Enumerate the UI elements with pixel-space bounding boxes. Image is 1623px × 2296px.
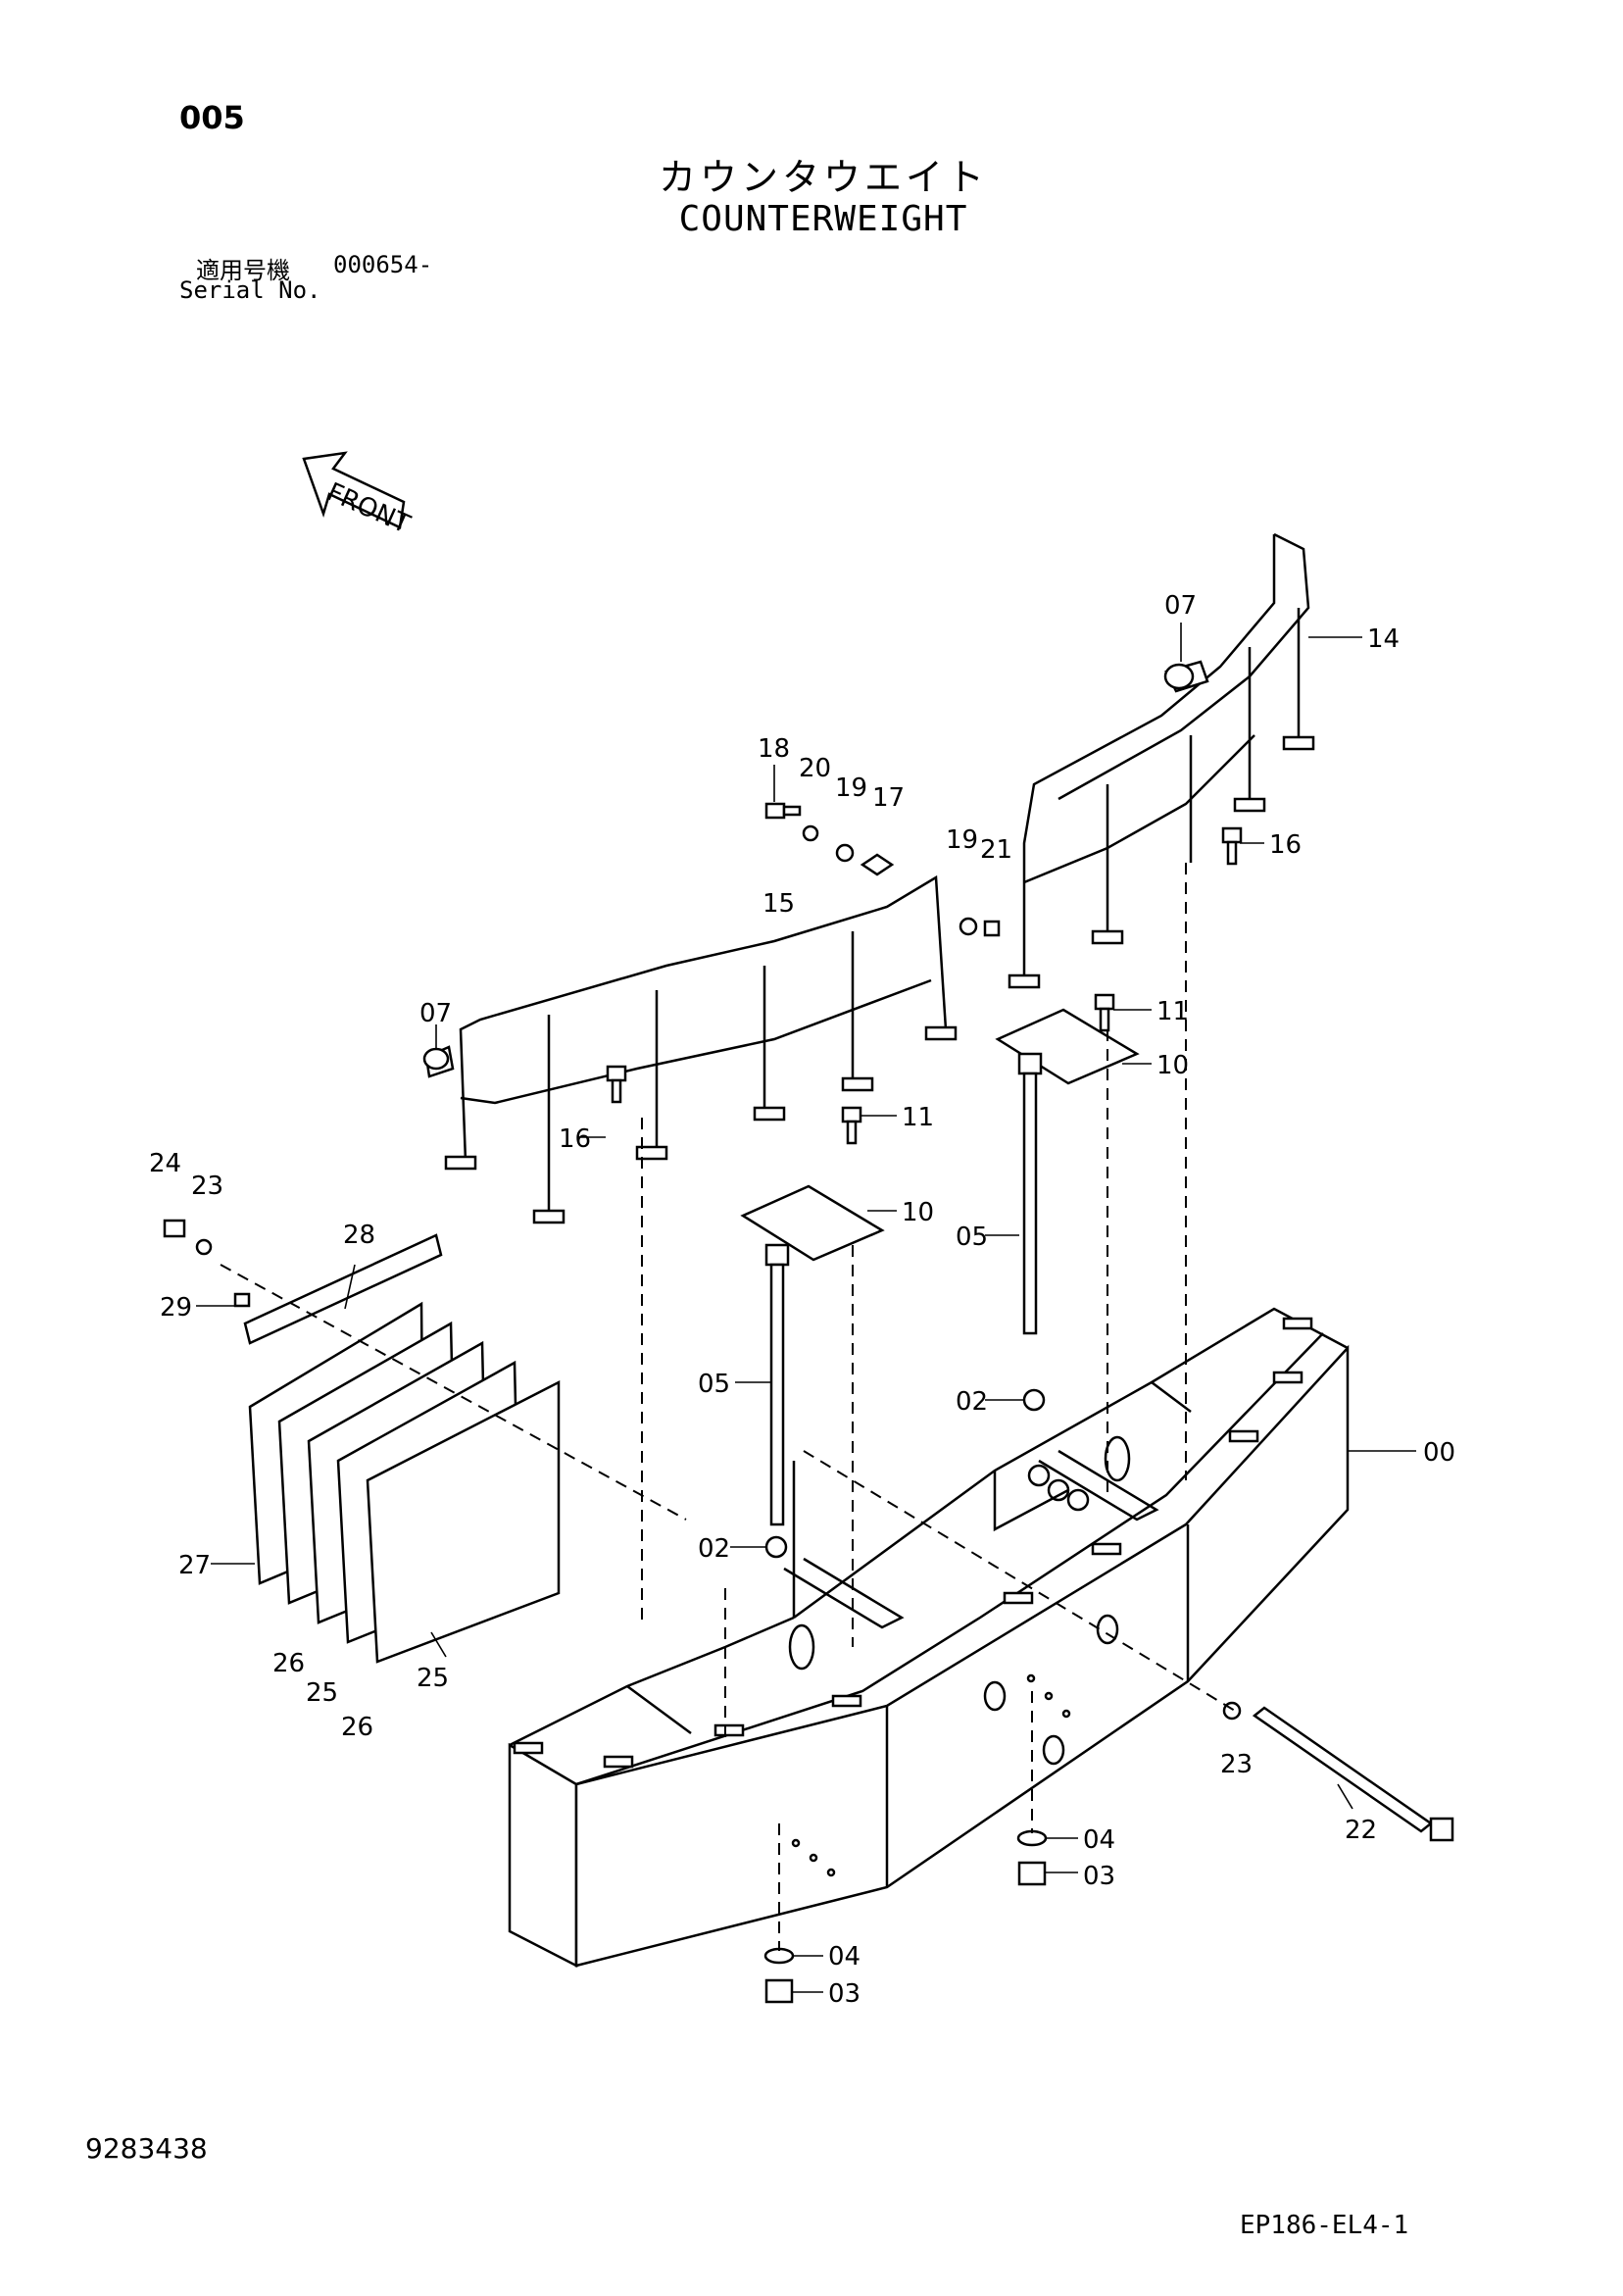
serial-label-japanese: 適用号機	[196, 257, 290, 284]
callout-19-right: 19	[946, 825, 978, 855]
callout-03-left: 03	[828, 1979, 861, 2009]
nut-24-icon	[163, 1219, 186, 1238]
callout-10-left: 10	[902, 1198, 934, 1227]
washer-04-left-icon	[763, 1947, 795, 1965]
washer-19b-icon	[959, 917, 978, 936]
callout-26-right: 26	[341, 1713, 373, 1742]
nut-03-left-icon	[764, 1978, 794, 2004]
serial-value: 000654-	[333, 251, 433, 278]
callout-19-left: 19	[835, 774, 867, 803]
washer-02-right-icon	[1022, 1388, 1046, 1412]
handrail-left	[422, 874, 958, 1224]
callout-04-right: 04	[1083, 1825, 1115, 1855]
callout-00: 00	[1423, 1438, 1455, 1468]
nut-03-right-icon	[1017, 1861, 1047, 1886]
callout-11-left: 11	[902, 1103, 934, 1132]
plate-stack	[233, 1233, 561, 1664]
page-number: 005	[179, 99, 245, 136]
bolt-16-left-icon	[606, 1065, 627, 1104]
nut-21-icon	[983, 920, 1001, 937]
long-bolt-right	[1017, 1052, 1043, 1335]
callout-02-right: 02	[956, 1387, 988, 1417]
callout-04-left: 04	[828, 1942, 861, 1972]
washer-23a-icon	[195, 1238, 213, 1256]
callout-10-right: 10	[1156, 1051, 1189, 1080]
figure-code: EP186-EL4-1	[1240, 2211, 1409, 2240]
long-bolt-left	[764, 1243, 790, 1526]
callout-17: 17	[872, 783, 905, 813]
callout-27: 27	[178, 1551, 211, 1580]
cover-plate-left	[740, 1184, 885, 1262]
callout-02-left: 02	[698, 1534, 730, 1564]
callout-14: 14	[1367, 624, 1400, 654]
bolt-11-right-icon	[1094, 993, 1115, 1032]
bolt-18-icon	[764, 802, 802, 820]
bolt-16-right-icon	[1221, 826, 1243, 866]
callout-23-left: 23	[191, 1172, 223, 1201]
title-japanese: カウンタウエイト	[658, 156, 988, 199]
document-number: 9283438	[85, 2132, 208, 2165]
handrail-right	[1008, 532, 1315, 989]
front-arrow-icon: FRONT	[302, 451, 415, 540]
callout-05-right: 05	[956, 1223, 988, 1252]
callout-11-right: 11	[1156, 997, 1189, 1026]
callout-03-right: 03	[1083, 1862, 1115, 1891]
callout-07-left: 07	[419, 999, 452, 1028]
washer-02-left-icon	[764, 1535, 788, 1559]
callout-23-right: 23	[1220, 1750, 1253, 1779]
callout-29: 29	[160, 1293, 192, 1323]
callout-22: 22	[1345, 1816, 1377, 1845]
callout-24: 24	[149, 1149, 181, 1178]
callout-20: 20	[799, 754, 831, 783]
callout-25-right: 25	[417, 1664, 449, 1693]
callout-21: 21	[980, 835, 1012, 865]
plate-17-icon	[860, 853, 895, 876]
title-english: COUNTERWEIGHT	[678, 199, 968, 239]
callout-28: 28	[343, 1221, 375, 1250]
washer-04-right-icon	[1016, 1829, 1048, 1847]
callout-18: 18	[758, 734, 790, 764]
callout-16-right: 16	[1269, 830, 1302, 860]
washer-19a-icon	[835, 843, 855, 863]
callout-15: 15	[762, 889, 795, 919]
counterweight-body	[508, 1307, 1350, 1969]
long-bolt-22-icon	[1252, 1706, 1454, 1842]
callout-26-left: 26	[272, 1649, 305, 1678]
bolt-11-left-icon	[841, 1106, 862, 1145]
washer-20-icon	[802, 824, 819, 842]
cover-plate-right	[995, 1008, 1140, 1085]
callout-05-left: 05	[698, 1370, 730, 1399]
serial-label-english: Serial No.	[179, 276, 321, 304]
callout-16-left: 16	[559, 1124, 591, 1154]
callout-07-right: 07	[1164, 591, 1197, 621]
callout-25-left: 25	[306, 1678, 338, 1708]
